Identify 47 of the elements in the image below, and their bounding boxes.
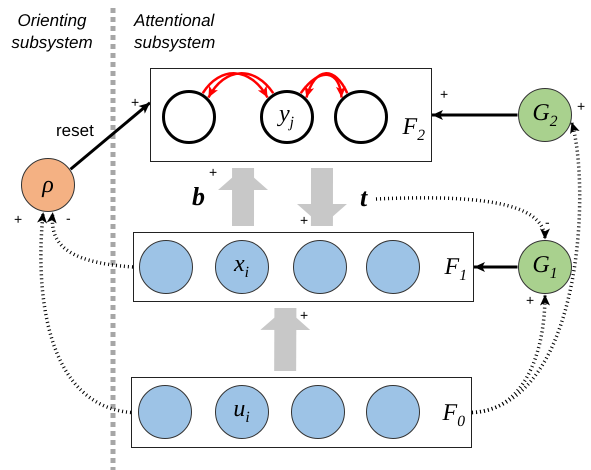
- dotted-arrow: [47, 212, 134, 269]
- signal-label: b: [192, 184, 205, 210]
- section-heading: Orienting subsystem: [10, 10, 94, 54]
- arrow: [202, 72, 269, 98]
- plus-sign: +: [440, 86, 448, 102]
- neuron-label: u$_{i}$: [233, 397, 250, 426]
- section-heading: Attentional subsystem: [134, 10, 216, 54]
- block-arrow: [218, 168, 268, 226]
- block-arrow: [260, 308, 310, 372]
- layer-box: [150, 68, 432, 162]
- plus-sign: +: [300, 307, 308, 323]
- neuron-circle: [162, 90, 216, 144]
- dotted-arrow: [376, 196, 548, 240]
- plus-sign: +: [209, 164, 218, 180]
- plus-sign: +: [300, 212, 308, 228]
- gain-control-circle: [518, 240, 572, 294]
- arrow: [70, 102, 151, 170]
- reset-node-circle: [21, 158, 75, 212]
- neuron-label: G$_{2}$: [532, 100, 558, 130]
- neuron-circle: [260, 90, 314, 144]
- neuron-circle: [334, 90, 388, 144]
- signal-label: t: [360, 183, 368, 212]
- neuron-label: ρ: [42, 173, 54, 197]
- block-arrow: [296, 168, 347, 226]
- arrow: [300, 74, 346, 98]
- neuron-label: y$_{j}$: [279, 102, 294, 131]
- plus-sign: +: [577, 98, 586, 114]
- minus-sign: -: [545, 214, 550, 230]
- layer-box: [131, 377, 472, 448]
- layer-label: F$_{2}$: [402, 114, 425, 143]
- plus-sign: +: [131, 94, 140, 110]
- arrow: [207, 72, 274, 98]
- edge-label: reset: [56, 121, 94, 141]
- minus-sign: -: [66, 210, 71, 226]
- arrow: [432, 110, 518, 120]
- arrow: [305, 72, 348, 98]
- gain-control-circle: [518, 88, 572, 142]
- neuron-label: G$_{1}$: [532, 252, 558, 282]
- plus-sign: +: [526, 292, 534, 308]
- plus-sign: +: [14, 211, 22, 227]
- neuron-label: x$_{i}$: [234, 252, 249, 281]
- dotted-arrow: [472, 122, 582, 414]
- layer-label: F$_{0}$: [442, 400, 465, 429]
- arrow: [474, 262, 518, 272]
- layer-box: [133, 232, 474, 302]
- layer-label: F$_{1}$: [444, 254, 467, 283]
- dotted-arrow: [37, 212, 132, 414]
